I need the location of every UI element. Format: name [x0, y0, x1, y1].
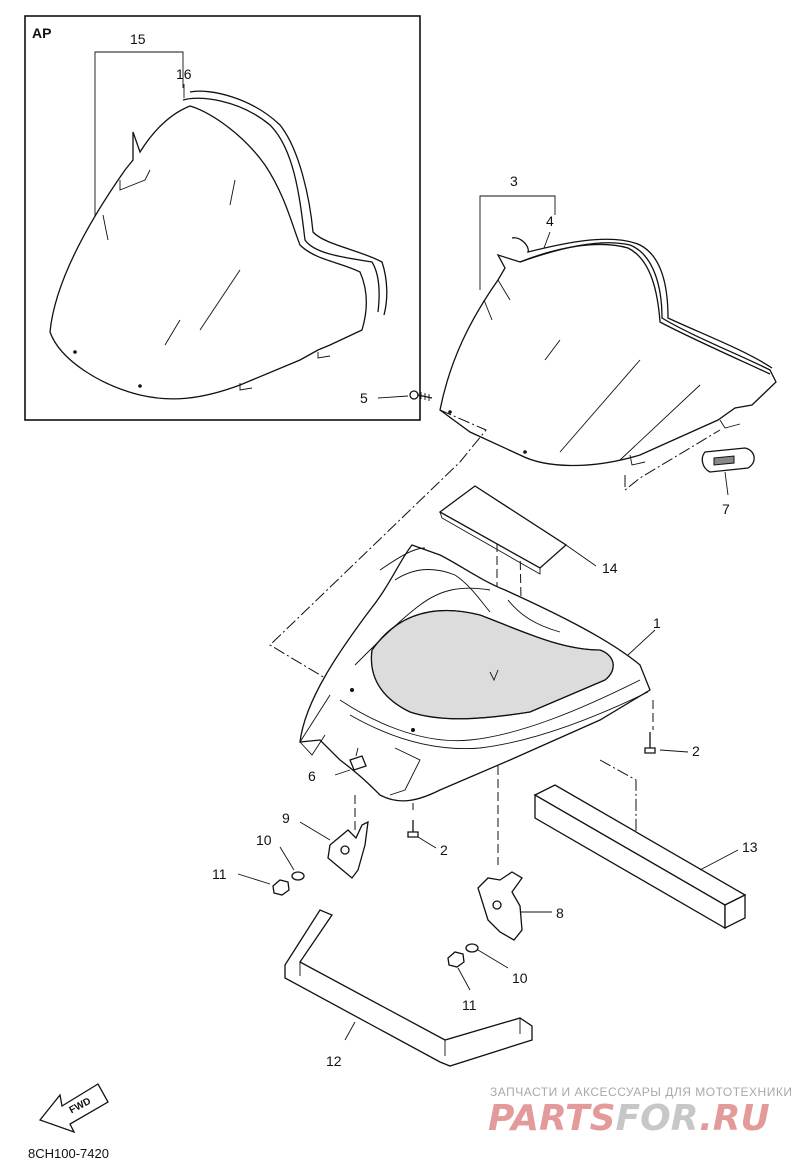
part-8-bracket: 8	[477, 871, 564, 941]
watermark: ЗАПЧАСТИ И АКСЕССУАРЫ ДЛЯ МОТОТЕХНИКИ PA…	[488, 1085, 792, 1139]
callout-3: 3	[510, 173, 518, 189]
windscreen-ap	[49, 90, 388, 400]
inset-ap: AP 15 16	[24, 15, 421, 421]
callout-5: 5	[360, 390, 368, 406]
bracket-3	[479, 195, 556, 290]
part-10-washer-right: 10	[465, 943, 528, 986]
part-11-nut-left: 11	[212, 866, 290, 896]
part-11-nut-right: 11	[447, 951, 477, 1013]
fwd-arrow: FWD	[38, 1083, 109, 1134]
part-13-foam-block: 13	[533, 784, 758, 930]
part-2-screw-center: 2	[407, 820, 448, 858]
part-10-washer-left: 10	[256, 832, 305, 881]
part-9-bracket: 9	[282, 810, 369, 879]
callout-15: 15	[130, 31, 146, 47]
watermark-logo: PARTSFOR.RU	[488, 1098, 770, 1139]
part-1-cowling: 1	[299, 544, 661, 802]
watermark-tagline: ЗАПЧАСТИ И АКСЕССУАРЫ ДЛЯ МОТОТЕХНИКИ	[490, 1085, 792, 1099]
callout-1: 1	[653, 615, 661, 631]
diagram-code: 8CH100-7420	[28, 1146, 109, 1161]
part-12-foam-strip: 12	[284, 909, 533, 1069]
callout-7: 7	[722, 501, 730, 517]
inset-frame	[24, 15, 421, 421]
bracket-15	[94, 51, 184, 217]
callout-9: 9	[282, 810, 290, 826]
callout-10b: 10	[512, 970, 528, 986]
windscreen-main: 3 4	[439, 173, 777, 467]
watermark-logo-for: FOR	[616, 1098, 700, 1139]
callout-11b: 11	[462, 997, 477, 1013]
callout-6: 6	[308, 768, 316, 784]
callout-16: 16	[176, 66, 192, 82]
part-7-clip: 7	[701, 447, 755, 517]
inset-label: AP	[32, 25, 51, 41]
part-14-pad: 14	[438, 485, 618, 576]
callout-8: 8	[556, 905, 564, 921]
part-2-screw-right: 2	[644, 732, 700, 759]
watermark-logo-parts: PARTS	[488, 1098, 616, 1139]
callout-12: 12	[326, 1053, 342, 1069]
callout-2a: 2	[692, 743, 700, 759]
part-6-grommet: 6	[308, 747, 367, 784]
callout-2b: 2	[440, 842, 448, 858]
callout-14: 14	[602, 560, 618, 576]
callout-4: 4	[546, 213, 554, 229]
part-5-screw: 5	[360, 390, 433, 406]
callout-13: 13	[742, 839, 758, 855]
watermark-logo-ru: .RU	[699, 1098, 770, 1139]
callout-10a: 10	[256, 832, 272, 848]
callout-11a: 11	[212, 866, 227, 882]
